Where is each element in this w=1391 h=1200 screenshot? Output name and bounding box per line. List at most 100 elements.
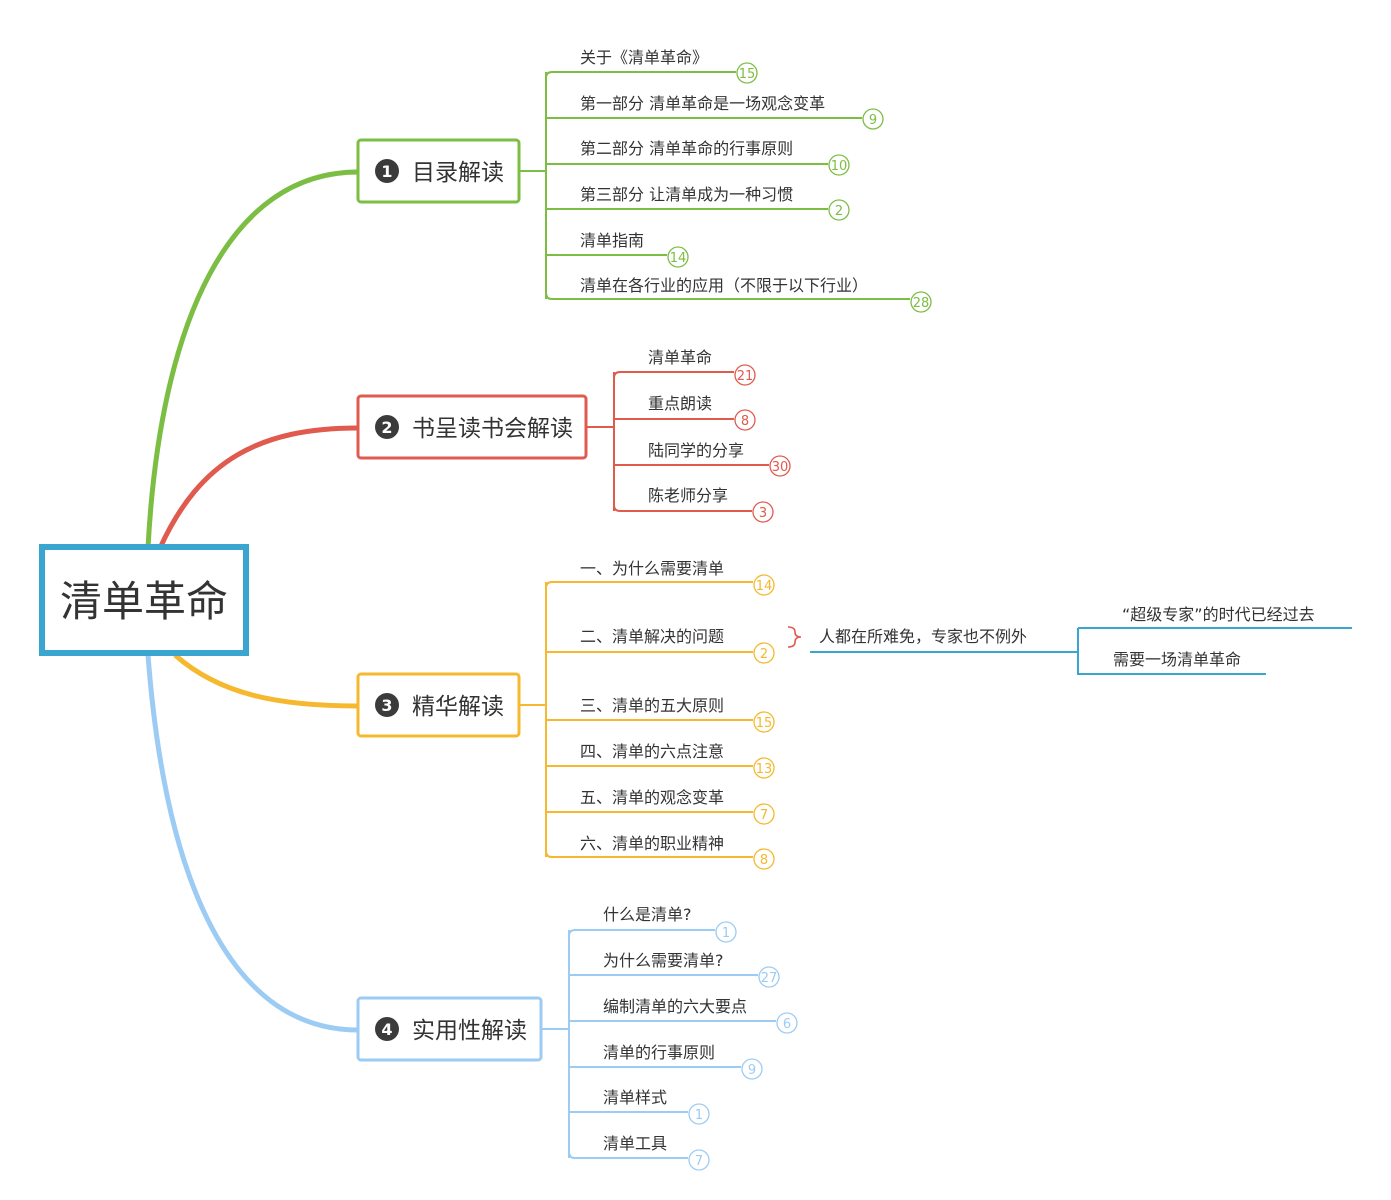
branch-1-item-5[interactable]: 清单指南 14	[546, 231, 689, 268]
count-badge	[734, 364, 756, 386]
count-badge	[667, 246, 689, 268]
central-topic-box	[39, 544, 249, 656]
list-item-label: 三、清单的五大原则	[580, 696, 724, 715]
count-label: 14	[670, 251, 687, 266]
count-badge	[769, 455, 791, 477]
list-item-label: 什么是清单?	[603, 905, 692, 924]
count-label: 8	[760, 853, 768, 868]
list-item-label: 第一部分 清单革命是一场观念变革	[580, 94, 825, 113]
branch-1: 1 目录解读 关于《清单革命》 15 第一部分 清单革命是一场观念变革 9 第二…	[356, 48, 932, 313]
count-label: 27	[761, 971, 778, 986]
count-badge	[753, 757, 775, 779]
count-label: 3	[759, 506, 767, 521]
branch-2-item-4[interactable]: 陈老师分享 3	[613, 486, 774, 523]
list-item-label: 第二部分 清单革命的行事原则	[580, 139, 793, 158]
count-badge	[753, 848, 775, 870]
count-badge	[715, 921, 737, 943]
count-label: 9	[869, 113, 877, 128]
branch-3-index: 3	[381, 696, 392, 715]
branch-4-item-6[interactable]: 清单工具 7	[568, 1134, 710, 1171]
branch-4-item-5[interactable]: 清单样式 1	[569, 1088, 710, 1125]
branch-2-label: 书呈读书会解读	[412, 416, 573, 442]
connector-branch-4	[145, 654, 359, 1033]
branch-2-item-3[interactable]: 陆同学的分享 30	[614, 441, 791, 477]
branch-3-item-3[interactable]: 三、清单的五大原则 15	[546, 696, 775, 733]
branch-2-item-1[interactable]: 清单革命 21	[613, 348, 756, 386]
summary-child-2[interactable]: 需要一场清单革命	[1078, 650, 1266, 675]
list-item-label: 一、为什么需要清单	[580, 559, 724, 578]
count-badge	[758, 966, 780, 988]
count-badge	[688, 1103, 710, 1125]
count-label: 8	[741, 414, 749, 429]
branch-3-item-6[interactable]: 六、清单的职业精神 8	[545, 834, 775, 870]
branch-4-item-4[interactable]: 清单的行事原则 9	[569, 1043, 763, 1080]
branch-4-spine	[541, 930, 570, 1158]
count-badge	[910, 291, 932, 313]
branch-3-item-5[interactable]: 五、清单的观念变革 7	[546, 788, 775, 825]
count-badge	[734, 409, 756, 431]
count-badge	[753, 803, 775, 825]
list-item-label: 第三部分 让清单成为一种习惯	[580, 185, 793, 204]
list-item-label: 二、清单解决的问题	[580, 627, 724, 646]
branch-1-item-3[interactable]: 第二部分 清单革命的行事原则 10	[546, 139, 850, 176]
connector-branch-2	[157, 425, 359, 550]
count-label: 21	[737, 369, 754, 384]
count-label: 9	[748, 1063, 756, 1078]
summary-label: 人都在所难免，专家也不例外	[819, 627, 1027, 646]
count-label: 15	[739, 67, 756, 82]
list-item-label: 五、清单的观念变革	[580, 788, 724, 807]
central-topic-label: 清单革命	[60, 577, 228, 626]
branch-4-index-badge	[375, 1017, 399, 1041]
count-badge	[688, 1149, 710, 1171]
list-item-label: 清单的行事原则	[603, 1043, 715, 1062]
branch-3-spine	[519, 582, 547, 857]
count-label: 1	[722, 926, 730, 941]
count-label: 15	[756, 716, 773, 731]
list-item-label: 关于《清单革命》	[580, 48, 708, 67]
count-badge	[752, 501, 774, 523]
list-item-label: 清单样式	[603, 1088, 667, 1107]
count-label: 7	[760, 808, 768, 823]
central-topic[interactable]: 清单革命	[39, 544, 249, 656]
branch-2-item-2[interactable]: 重点朗读 8	[614, 394, 756, 431]
count-badge	[862, 108, 884, 130]
branch-4-item-2[interactable]: 为什么需要清单? 27	[569, 951, 780, 988]
branch-4-item-1[interactable]: 什么是清单? 1	[568, 905, 737, 943]
list-item-label: 四、清单的六点注意	[580, 742, 724, 761]
branch-1-item-6[interactable]: 清单在各行业的应用（不限于以下行业） 28	[545, 276, 932, 313]
count-label: 13	[756, 762, 773, 777]
branch-2-index-badge	[375, 415, 399, 439]
branch-3-item-1[interactable]: 一、为什么需要清单 14	[545, 559, 775, 596]
branch-2-spine	[586, 372, 615, 511]
branch-1-item-1[interactable]: 关于《清单革命》 15	[545, 48, 758, 84]
branch-2: 2 书呈读书会解读 清单革命 21 重点朗读 8 陆同学的分享 30 陈老师分享…	[356, 348, 791, 523]
summary-child-1[interactable]: “超级专家”的时代已经过去	[1078, 605, 1352, 629]
summary-child-label: “超级专家”的时代已经过去	[1122, 605, 1315, 624]
summary-group: 人都在所难免，专家也不例外 “超级专家”的时代已经过去 需要一场清单革命	[787, 605, 1352, 675]
list-item-label: 清单革命	[648, 348, 712, 367]
branch-1-index-badge	[375, 159, 399, 183]
branch-1-item-2[interactable]: 第一部分 清单革命是一场观念变革 9	[546, 94, 884, 130]
branch-1-index: 1	[381, 162, 392, 181]
count-label: 2	[760, 647, 768, 662]
count-badge	[776, 1012, 798, 1034]
list-item-label: 为什么需要清单?	[603, 951, 724, 970]
list-item-label: 六、清单的职业精神	[580, 834, 724, 853]
summary-child-label: 需要一场清单革命	[1113, 650, 1241, 669]
branch-4-item-3[interactable]: 编制清单的六大要点 6	[569, 997, 798, 1034]
count-badge	[753, 642, 775, 664]
branch-3-item-2[interactable]: 二、清单解决的问题 2	[546, 627, 775, 664]
count-badge	[741, 1058, 763, 1080]
branch-4-label: 实用性解读	[412, 1018, 527, 1044]
count-label: 10	[831, 159, 848, 174]
summary-topic[interactable]: 人都在所难免，专家也不例外	[810, 627, 1078, 653]
count-badge	[828, 154, 850, 176]
count-label: 30	[772, 460, 789, 475]
branch-3: 3 精华解读 一、为什么需要清单 14 二、清单解决的问题 2 三、清单的五大原…	[356, 559, 1352, 870]
branch-3-item-4[interactable]: 四、清单的六点注意 13	[546, 742, 775, 779]
list-item-label: 编制清单的六大要点	[603, 997, 747, 1016]
branch-1-item-4[interactable]: 第三部分 让清单成为一种习惯 2	[546, 185, 850, 221]
list-item-label: 重点朗读	[648, 394, 712, 413]
count-label: 28	[913, 296, 930, 311]
